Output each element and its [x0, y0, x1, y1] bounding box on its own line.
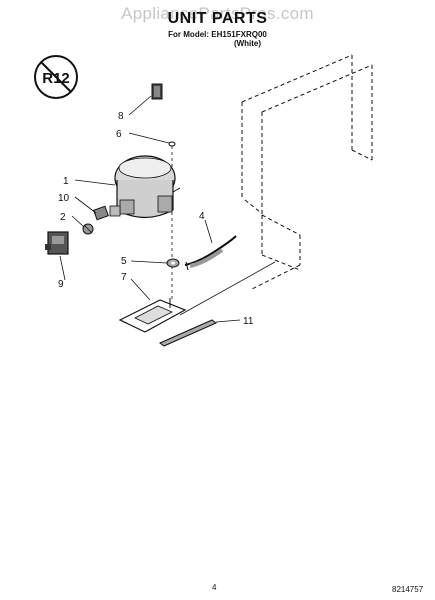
document-number: 8214757	[392, 585, 424, 594]
part-11-strip	[159, 319, 217, 347]
part-5-grommet	[166, 258, 180, 268]
callout-2: 2	[60, 212, 66, 223]
part-1-compressor	[109, 155, 181, 219]
callout-5: 5	[121, 256, 127, 267]
callout-7: 7	[121, 272, 127, 283]
part-9-relay	[45, 231, 69, 255]
badge-text: R12	[42, 70, 70, 87]
callout-9: 9	[58, 279, 64, 290]
part-2-terminal	[82, 223, 94, 235]
leader-lines	[59, 95, 241, 323]
part-4-tube	[184, 235, 237, 271]
part-8-clip	[151, 83, 163, 100]
model-line: For Model: EH151FXRQ00	[168, 30, 267, 39]
callout-6: 6	[116, 129, 122, 140]
base-rail	[179, 261, 276, 316]
color-line: (White)	[233, 39, 262, 48]
part-10-overload	[93, 205, 109, 221]
callout-4: 4	[199, 211, 205, 222]
r12-badge: R12	[34, 55, 78, 99]
cabinet-outline	[241, 54, 373, 291]
part-7-bracket	[118, 298, 187, 333]
callout-1: 1	[63, 176, 69, 187]
page-number: 4	[212, 583, 217, 592]
callout-11: 11	[243, 316, 254, 327]
callout-10: 10	[58, 193, 70, 204]
page-title: UNIT PARTS	[167, 10, 268, 27]
watermark: AppliancePartsPros.com	[121, 4, 314, 23]
callout-8: 8	[118, 111, 124, 122]
